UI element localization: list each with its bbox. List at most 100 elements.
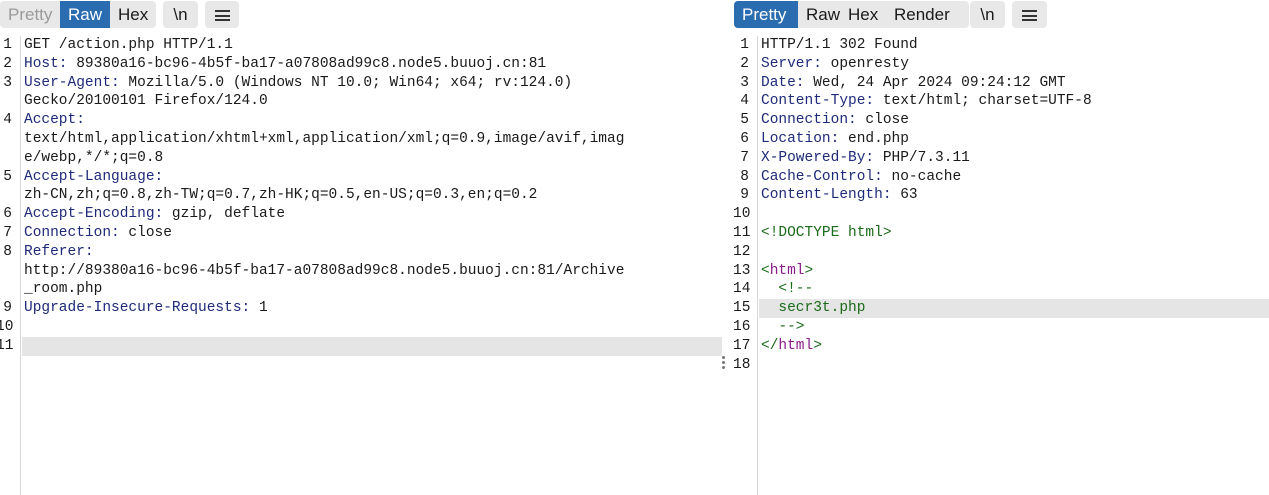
response-code-line[interactable]: 14 <!-- xyxy=(729,280,1269,299)
text-token: text/html,application/xhtml+xml,applicat… xyxy=(24,131,625,147)
pane-splitter-handle[interactable] xyxy=(722,356,726,374)
request-line-number: 1 xyxy=(3,37,12,53)
request-line-number: 2 xyxy=(3,55,12,72)
request-code-line[interactable]: 11 xyxy=(0,336,722,356)
response-line-text: </html> xyxy=(761,337,822,356)
request-line-text: Connection: close xyxy=(24,224,172,243)
response-line-text: Cache-Control: no-cache xyxy=(761,168,961,187)
text-token: close xyxy=(119,225,172,241)
response-line-text: Location: end.php xyxy=(761,130,909,149)
text-token: Gecko/20100101 Firefox/124.0 xyxy=(24,93,268,110)
response-line-number: 2 xyxy=(740,55,749,72)
header-name: Connection: xyxy=(761,112,857,129)
header-name: Content-Type: xyxy=(761,93,875,110)
response-code-line[interactable]: 10 xyxy=(729,205,1269,224)
request-code-line[interactable]: zh-CN,zh;q=0.8,zh-TW;q=0.7,zh-HK;q=0.5,e… xyxy=(0,186,722,205)
response-tab-raw[interactable]: Raw xyxy=(806,5,841,24)
request-line-number: 11 xyxy=(0,337,14,354)
request-newline-toggle[interactable]: \n xyxy=(163,1,198,28)
header-name: Accept: xyxy=(24,112,85,129)
html-token: > xyxy=(813,337,822,354)
header-name: Connection: xyxy=(24,225,120,241)
request-menu-button[interactable] xyxy=(205,1,239,28)
request-line-number: 6 xyxy=(3,206,12,223)
html-token: <!DOCTYPE html> xyxy=(761,225,892,241)
response-code-line[interactable]: 4 Content-Type: text/html; charset=UTF-8 xyxy=(729,92,1269,111)
text-token: no-cache xyxy=(882,168,962,185)
response-code-line[interactable]: 13<html> xyxy=(729,262,1269,281)
response-menu-button[interactable] xyxy=(1012,1,1047,28)
request-line-number: 8 xyxy=(3,243,12,260)
response-code-line[interactable]: 12 xyxy=(729,243,1269,262)
splitter-dot xyxy=(722,366,725,369)
request-line-text: Accept: xyxy=(24,111,85,130)
response-line-number: 9 xyxy=(740,187,749,204)
text-token: Mozilla/5.0 (Windows NT 10.0; Win64; x64… xyxy=(119,74,573,91)
response-tab-pretty[interactable]: Pretty xyxy=(734,1,798,28)
response-line-text: Connection: close xyxy=(761,111,909,130)
response-code-line[interactable]: 15 secr3t.php xyxy=(733,299,1269,318)
request-tab-pretty[interactable]: Pretty xyxy=(8,5,53,24)
request-code-line[interactable]: e/webp,*/*;q=0.8 xyxy=(0,149,722,168)
text-token: http://89380a16-bc96-4b5f-ba17-a07808ad9… xyxy=(24,262,625,279)
response-newline-toggle[interactable]: \n xyxy=(970,1,1005,28)
request-code-line[interactable]: 8 Referer: xyxy=(0,243,722,262)
request-code-line[interactable]: 2 Host: 89380a16-bc96-4b5f-ba17-a07808ad9… xyxy=(0,55,722,74)
header-name: Referer: xyxy=(24,243,94,260)
response-code-line[interactable]: 16 --> xyxy=(729,318,1269,337)
request-tab-hex[interactable]: Hex xyxy=(118,5,149,24)
text-token: 63 xyxy=(891,187,918,204)
request-code-line[interactable]: http://89380a16-bc96-4b5f-ba17-a07808ad9… xyxy=(0,262,722,281)
response-line-number: 13 xyxy=(733,262,751,279)
response-line-number: 4 xyxy=(740,93,749,110)
response-line-number: 15 xyxy=(733,300,751,317)
response-code-line[interactable]: 18 xyxy=(729,356,1269,375)
response-line-number: 8 xyxy=(740,168,749,185)
request-code-line[interactable]: 10 xyxy=(0,318,722,337)
response-line-text: Content-Type: text/html; charset=UTF-8 xyxy=(761,92,1092,111)
response-code-line[interactable]: 8 Cache-Control: no-cache xyxy=(729,168,1269,187)
header-name: Accept-Language: xyxy=(24,168,164,185)
request-code-line[interactable]: _room.php xyxy=(0,280,722,299)
request-line-text: Referer: xyxy=(24,243,94,262)
request-line-text: User-Agent: Mozilla/5.0 (Windows NT 10.0… xyxy=(24,74,572,93)
request-code-line[interactable]: Gecko/20100101 Firefox/124.0 xyxy=(0,92,722,111)
request-line-text: Host: 89380a16-bc96-4b5f-ba17-a07808ad99… xyxy=(24,55,546,74)
splitter-dot xyxy=(722,356,725,359)
text-token: text/html; charset=UTF-8 xyxy=(874,93,1092,110)
response-code-line[interactable]: 9 Content-Length: 63 xyxy=(729,186,1269,205)
response-tab-render[interactable]: Render xyxy=(894,5,950,24)
response-line-number: 17 xyxy=(733,337,751,354)
html-token: --> xyxy=(761,319,805,335)
header-name: Server: xyxy=(761,55,822,72)
splitter-dot xyxy=(722,361,725,364)
request-tab-raw[interactable]: Raw xyxy=(60,1,110,28)
header-name: Content-Length: xyxy=(761,187,892,204)
request-line-text: Gecko/20100101 Firefox/124.0 xyxy=(24,92,268,111)
response-toolbar: Pretty Raw Hex Render \n xyxy=(729,0,1269,30)
request-line-text: zh-CN,zh;q=0.8,zh-TW;q=0.7,zh-HK;q=0.5,e… xyxy=(24,186,537,205)
text-token: e/webp,*/*;q=0.8 xyxy=(24,149,164,166)
response-view-tabs: Pretty Raw Hex Render xyxy=(734,1,969,28)
response-code-line[interactable]: 11 <!DOCTYPE html> xyxy=(729,224,1269,243)
response-code-line[interactable]: 17 </html> xyxy=(729,337,1269,356)
response-tab-hex[interactable]: Hex xyxy=(848,5,879,24)
request-code-line[interactable]: text/html,application/xhtml+xml,applicat… xyxy=(0,130,722,149)
response-line-number: 11 xyxy=(733,225,751,241)
